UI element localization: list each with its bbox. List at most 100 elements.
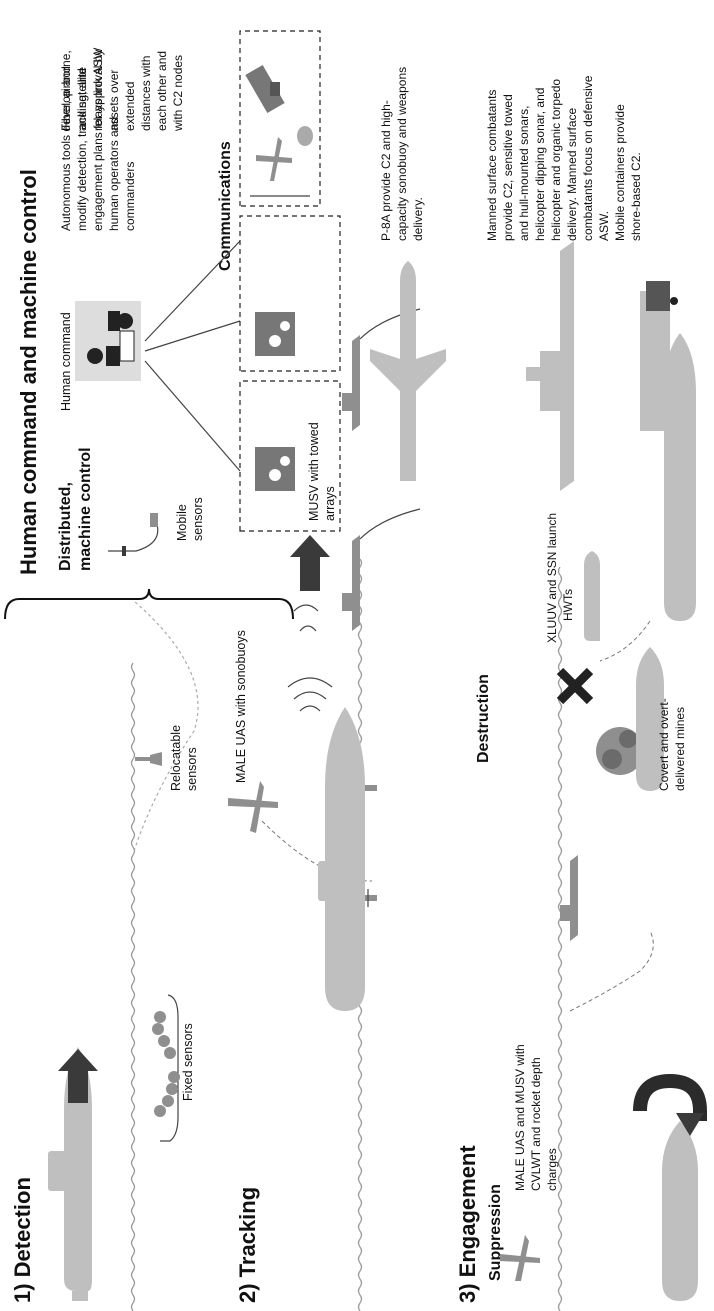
fiber-line: with C2 nodes <box>171 55 185 132</box>
tracking-heading: 2) Tracking <box>235 1187 260 1303</box>
tracking-panel: 2) Tracking MALE UAS with sonobuoys <box>228 308 421 1311</box>
relay-drone-icon <box>256 137 292 181</box>
xluuv-icon <box>584 551 601 641</box>
brace-bracket <box>4 588 294 620</box>
human-command-label: Human command <box>59 312 73 411</box>
evading-submarine-icon <box>662 1121 698 1301</box>
destroyed-submarine-icon <box>636 647 664 791</box>
fiber-relay-text: Fiber, airborne, and satellite relays li… <box>59 47 185 132</box>
command-arrow-left <box>144 360 241 472</box>
human-command-icon <box>75 301 141 381</box>
manned-line: helicopter dipping sonar, and <box>533 88 547 241</box>
command-arrow-mid <box>144 320 241 352</box>
male-uas-label: MALE UAS with sonobuoys <box>234 630 248 783</box>
surface-combatant-icon <box>526 241 574 491</box>
satellite-icon <box>245 64 285 114</box>
communications-label: Communications <box>217 141 234 271</box>
detection-arrow-icon <box>58 1049 98 1103</box>
manned-line: Manned surface combatants <box>485 90 499 241</box>
autonomous-line: Autonomous tools develop and <box>59 66 73 231</box>
mobile-container-icon <box>640 281 678 431</box>
fiber-line: extended <box>123 82 137 131</box>
command-arrow-right <box>144 240 241 342</box>
relocatable-sensor-icon <box>135 752 162 766</box>
p8a-line: delivery. <box>411 197 425 241</box>
fiber-line: relays link ASW <box>91 47 105 131</box>
autonomous-line: engagement plans for approval by <box>91 50 105 231</box>
manned-line: Mobile containers provide <box>613 104 627 241</box>
fiber-line: assets over <box>107 70 121 131</box>
distributed-label-line2: machine control <box>77 447 94 571</box>
weapon-path <box>569 930 654 1012</box>
engagement-heading: 3) Engagement <box>455 1145 480 1303</box>
engagement-panel: 3) Engagement Suppression Destruction MA… <box>455 333 707 1311</box>
suppression-label: Suppression <box>487 1184 504 1281</box>
male-musv-label-line2: CVLWT and rocket depth <box>529 1057 543 1191</box>
distributed-label-line1: Distributed, <box>57 482 74 571</box>
manned-line: ASW. <box>597 211 611 241</box>
command-panel: Human command and machine control Distri… <box>4 30 678 620</box>
mobile-sensor-icon <box>108 513 159 556</box>
manned-line: delivery. Manned surface <box>565 107 579 241</box>
tracking-arrow-icon <box>290 535 330 591</box>
fixed-sensors-label: Fixed sensors <box>181 1023 195 1101</box>
mobile-sensors-label-line1: Mobile <box>175 504 189 541</box>
xluuv-label-line2: HWTs <box>561 589 575 621</box>
tracked-submarine-icon <box>318 707 365 1011</box>
suppression-uas-icon <box>500 1235 540 1281</box>
fiber-line: distances with <box>139 56 153 131</box>
sonar-ping-arcs <box>287 604 333 712</box>
manned-line: helicopter and organic torpedo <box>549 79 563 241</box>
network-node-icon <box>255 312 295 356</box>
fiber-line: each other and <box>155 51 169 131</box>
machine-control-box-2 <box>239 215 341 372</box>
mobile-sensors-label-line2: sensors <box>191 497 205 541</box>
xluuv-label-line1: XLUUV and SSN launch <box>545 513 559 643</box>
p8a-line: capacity sonobuoy and weapons <box>395 67 409 241</box>
musv-towed-label-line2: arrays <box>323 486 337 521</box>
manned-line: provide C2, sensitive towed <box>501 94 515 241</box>
autonomous-text: Autonomous tools develop and modify dete… <box>59 50 137 231</box>
ssn-submarine-icon <box>664 333 696 621</box>
fiber-line: Fiber, airborne, <box>59 50 73 131</box>
mines-label-line2: delivered mines <box>673 707 687 791</box>
engagement-musv-icon <box>560 855 578 941</box>
balloon-icon <box>297 126 313 146</box>
detection-panel: 1) Detection Fixed sensors Relocatable <box>10 497 205 1311</box>
autonomous-line: modify detection, tracking, and <box>75 68 89 231</box>
kill-cross-icon <box>556 667 594 705</box>
male-musv-label-line3: charges <box>545 1148 559 1191</box>
sensor-field-curve-icon <box>133 600 199 852</box>
fixed-sensor-chain-icon <box>152 994 180 1142</box>
u-turn-arrow-icon <box>633 1073 707 1136</box>
relocatable-sensors-label-line1: Relocatable <box>169 725 183 791</box>
musv-icon <box>342 508 421 631</box>
p8a-aircraft-icon <box>370 261 446 481</box>
detection-heading: 1) Detection <box>10 1177 35 1303</box>
communications-box <box>239 30 321 207</box>
p8a-line: P-8A provide C2 and high- <box>379 100 393 241</box>
relocatable-sensors-label-line2: sensors <box>185 747 199 791</box>
command-title: Human command and machine control <box>16 169 41 575</box>
manned-text: Manned surface combatants provide C2, se… <box>485 75 643 241</box>
torpedo-path <box>599 620 651 662</box>
p8a-text: P-8A provide C2 and high- capacity sonob… <box>379 67 425 241</box>
musv-towed-label-line1: MUSV with towed <box>307 422 321 521</box>
manned-line: shore-based C2. <box>629 152 643 241</box>
fiber-line: and satellite <box>75 67 89 131</box>
manned-line: and hull-mounted sonars, <box>517 106 531 241</box>
submarine-icon <box>48 1047 92 1301</box>
destruction-label: Destruction <box>475 674 492 763</box>
engagement-water-line <box>557 566 563 1311</box>
manned-line: combatants focus on defensive <box>581 75 595 241</box>
male-musv-label-line1: MALE UAS and MUSV with <box>513 1044 527 1191</box>
machine-control-box-1 <box>239 380 341 532</box>
explosion-icon <box>596 727 644 775</box>
mines-label-line1: Covert and overt- <box>657 698 671 791</box>
male-uas-icon <box>228 781 278 833</box>
autonomous-line: human operators and <box>107 117 121 231</box>
autonomous-line: commanders <box>123 162 137 231</box>
